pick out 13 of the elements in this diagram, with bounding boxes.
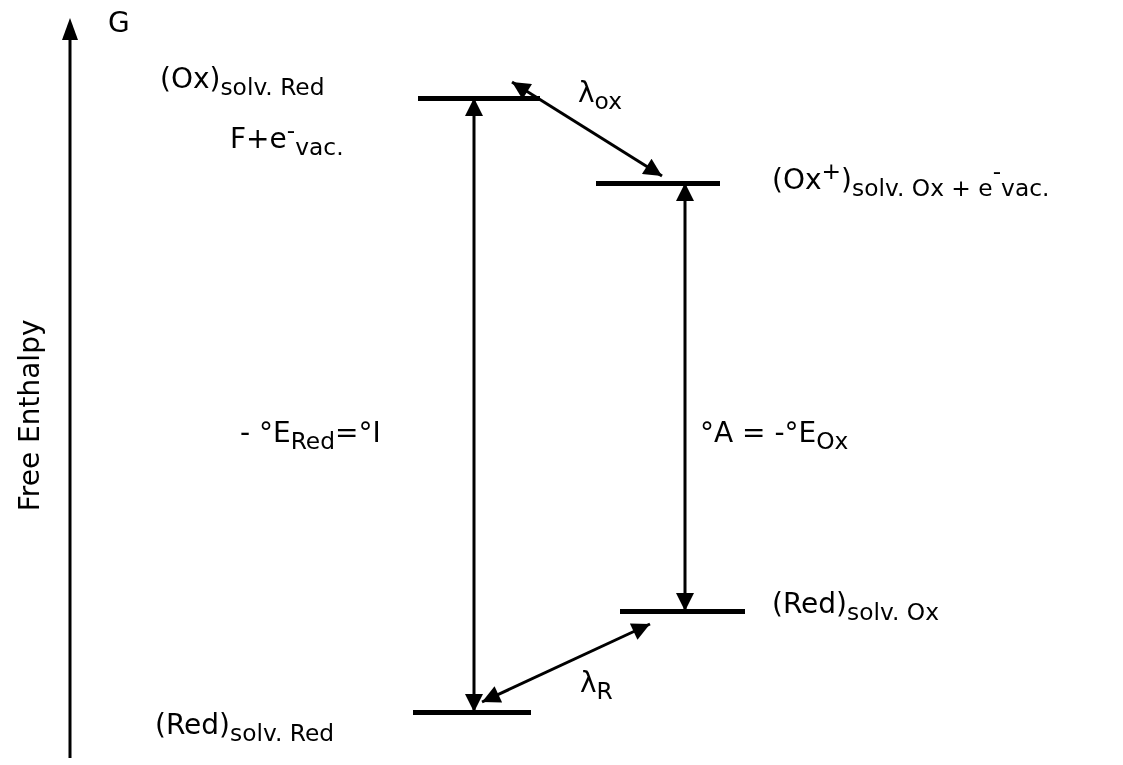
edge-label: λ$_{R}$ <box>580 668 613 705</box>
state-label: (Red)$_{solv. Red}$ <box>155 710 335 747</box>
double-arrow <box>511 80 663 178</box>
edge-label: - °E$_{Red}$=°I <box>240 418 381 455</box>
double-arrow <box>481 622 651 704</box>
axis-title: Free Enthalpy <box>14 318 46 514</box>
axis-label: G <box>108 8 130 39</box>
state-label: (Red)$_{solv. Ox}$ <box>772 589 939 626</box>
double-arrow <box>465 98 483 712</box>
state-label: (Ox)$_{solv. Red}$ <box>160 64 325 101</box>
edge-label: °A = -°E$_{Ox}$ <box>700 418 849 455</box>
double-arrow <box>676 183 694 611</box>
edge-label: λ$_{ox}$ <box>578 78 622 115</box>
